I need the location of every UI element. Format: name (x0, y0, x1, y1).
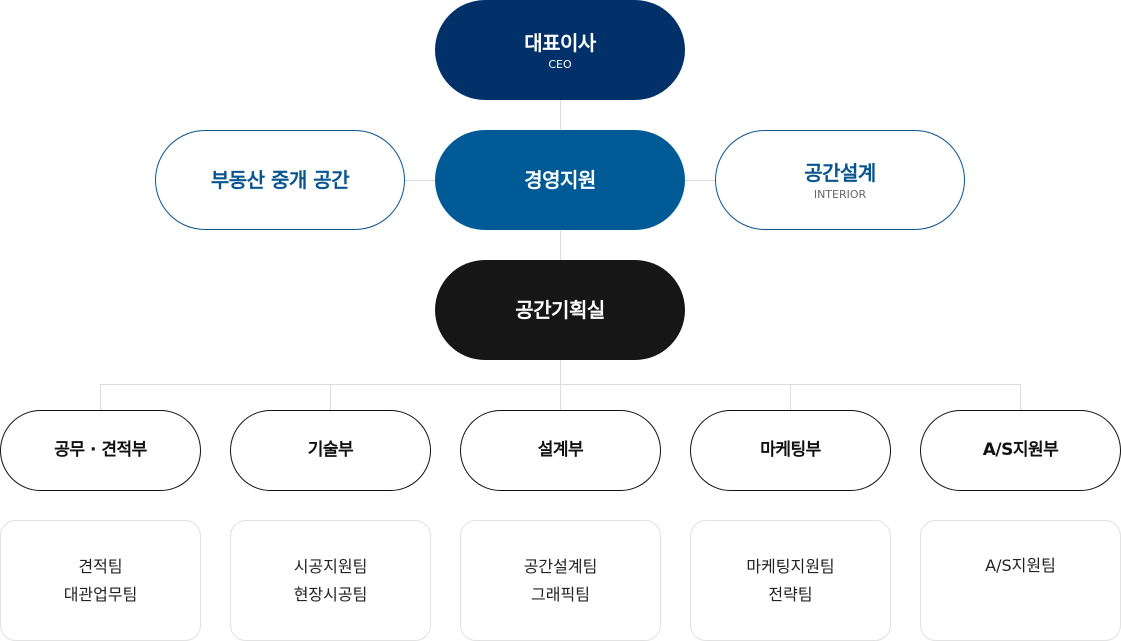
dept-name: 마케팅부 (760, 440, 821, 461)
dept-name: 설계부 (537, 440, 584, 461)
dept-name: A/S지원부 (982, 440, 1059, 461)
node-management-support-title: 경영지원 (524, 168, 596, 192)
node-space-planning-title: 공간기획실 (515, 298, 605, 322)
node-space-design-title: 공간설계 (804, 160, 876, 185)
connector-drop-4 (790, 384, 791, 410)
teams-marketing: 마케팅지원팀 전략팀 (690, 520, 891, 641)
node-ceo: 대표이사 CEO (435, 0, 685, 100)
dept-name: 공무 · 견적부 (54, 440, 147, 461)
team-item: 그래픽팀 (531, 584, 590, 604)
team-item: 마케팅지원팀 (746, 556, 835, 576)
connector-support-planning (560, 230, 561, 260)
connector-ceo-support (560, 100, 561, 130)
connector-drop-3 (560, 384, 561, 410)
node-space-planning: 공간기획실 (435, 260, 685, 360)
connector-drop-2 (330, 384, 331, 410)
teams-technical: 시공지원팀 현장시공팀 (230, 520, 431, 641)
node-space-design-subtitle: INTERIOR (813, 187, 867, 201)
teams-engineering-estimate: 견적팀 대관업무팀 (0, 520, 201, 641)
team-item: 현장시공팀 (293, 584, 368, 604)
node-realestate-title: 부동산 중개 공간 (210, 168, 350, 192)
team-item: 시공지원팀 (293, 556, 368, 576)
connector-drop-1 (100, 384, 101, 410)
node-realestate: 부동산 중개 공간 (155, 130, 405, 230)
dept-name: 기술부 (307, 440, 354, 461)
node-ceo-subtitle: CEO (548, 57, 572, 71)
dept-technical: 기술부 (230, 410, 431, 491)
node-management-support: 경영지원 (435, 130, 685, 230)
team-item: 전략팀 (768, 584, 813, 604)
teams-design: 공간설계팀 그래픽팀 (460, 520, 661, 641)
team-item: 공간설계팀 (523, 556, 598, 576)
node-space-design: 공간설계 INTERIOR (715, 130, 965, 230)
connector-drop-5 (1020, 384, 1021, 410)
team-item: 대관업무팀 (63, 584, 138, 604)
team-item: A/S지원팀 (985, 556, 1056, 575)
dept-engineering-estimate: 공무 · 견적부 (0, 410, 201, 491)
dept-marketing: 마케팅부 (690, 410, 891, 491)
teams-as-support: A/S지원팀 (920, 520, 1121, 641)
dept-as-support: A/S지원부 (920, 410, 1121, 491)
dept-design: 설계부 (460, 410, 661, 491)
node-ceo-title: 대표이사 (524, 30, 596, 55)
connector-planning-bus (560, 360, 561, 384)
team-item: 견적팀 (78, 556, 123, 576)
